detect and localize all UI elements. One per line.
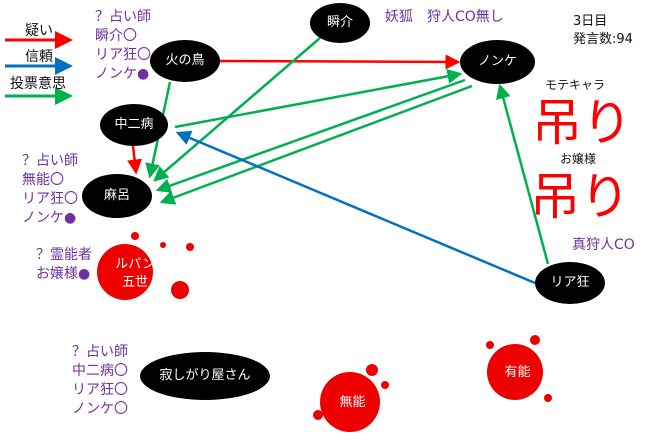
node-hinotori[interactable]: 火の鳥 bbox=[150, 40, 220, 82]
day-label: 3日目 bbox=[573, 14, 608, 29]
node-lupin[interactable]: ルパン 五世 bbox=[115, 257, 155, 290]
legend-label-vote: 投票意思 bbox=[10, 76, 66, 92]
node-yuno[interactable]: 有能 bbox=[504, 365, 531, 380]
arrow-vote-nonke-maro bbox=[155, 78, 466, 193]
message-count: 発言数:94 bbox=[573, 32, 633, 47]
legend-label-trust: 信頼 bbox=[25, 49, 53, 65]
note-sabishigari: ？占い師 中二病〇 リア狂〇 ノンケ〇 bbox=[72, 344, 128, 417]
arrow-vote-shunsuke-maro bbox=[153, 37, 321, 182]
arrow-vote-nonke-maro-2 bbox=[159, 84, 473, 205]
blood-splat-lupin bbox=[97, 232, 194, 300]
note-maro: ？占い師 無能〇 リア狂〇 ノンケ● bbox=[22, 153, 78, 226]
hanged-player-motechara: モテキャラ bbox=[545, 78, 606, 92]
blood-splat-muno bbox=[313, 364, 389, 432]
arrow-doubt-chunibyo-maro bbox=[127, 145, 143, 175]
node-maro[interactable]: 麻呂 bbox=[82, 174, 152, 218]
node-muno[interactable]: 無能 bbox=[339, 395, 366, 410]
node-shunsuke[interactable]: 瞬介 bbox=[310, 3, 370, 43]
legend-label-doubt: 疑い bbox=[25, 23, 53, 39]
blood-splat-yuno bbox=[486, 335, 552, 402]
node-sabishigari[interactable]: 寂しがり屋さん bbox=[140, 352, 270, 400]
hanged-mark-1: 吊り bbox=[532, 94, 632, 152]
node-riakyo[interactable]: リア狂 bbox=[535, 262, 605, 304]
arrow-doubt-hinotori-nonke bbox=[219, 54, 461, 70]
note-shunsuke: 妖狐 狩人CO無し bbox=[385, 9, 504, 25]
node-chunibyo[interactable]: 中二病 bbox=[100, 104, 168, 146]
arrow-vote-riakyo-nonke bbox=[496, 83, 550, 265]
hanged-mark-2: 吊り bbox=[530, 168, 630, 226]
note-lupin: ？霊能者 お嬢様● bbox=[36, 247, 92, 282]
node-nonke[interactable]: ノンケ bbox=[460, 40, 535, 84]
note-riakyo: 真狩人CO bbox=[572, 237, 635, 253]
arrow-trust-riakyo-chunibyo bbox=[175, 130, 536, 285]
arrow-vote-chunibyo-nonke bbox=[174, 68, 463, 129]
note-hinotori: ？占い師 瞬介〇 リア狂〇 ノンケ● bbox=[95, 9, 151, 82]
hanged-player-ojousama: お嬢様 bbox=[560, 152, 597, 166]
